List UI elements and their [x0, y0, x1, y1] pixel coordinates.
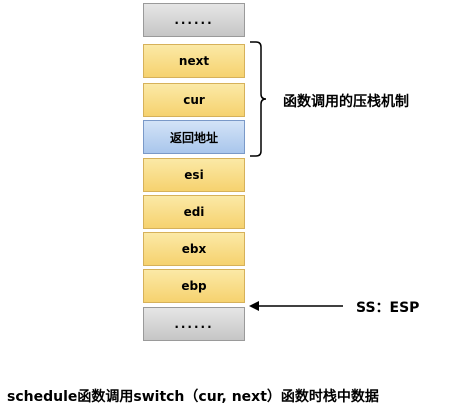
stack-frame-ebx: ebx — [143, 232, 245, 266]
brace-icon — [250, 41, 267, 157]
brace-label: 函数调用的压栈机制 — [283, 94, 409, 110]
diagram-caption: schedule函数调用switch（cur, next）函数时栈中数据 — [7, 389, 379, 405]
stack-frame-edi: edi — [143, 195, 245, 229]
stack-frame-esi: esi — [143, 158, 245, 192]
stack-top-ellipsis: ...... — [143, 3, 245, 37]
stack-frame-ebp: ebp — [143, 269, 245, 303]
stack-frame-next: next — [143, 44, 245, 78]
stack-frame-return-address: 返回地址 — [143, 120, 245, 154]
pointer-arrowhead-icon — [249, 301, 259, 311]
stack-frame-cur: cur — [143, 83, 245, 117]
stack-bottom-ellipsis: ...... — [143, 307, 245, 341]
esp-pointer-label: SS：ESP — [356, 300, 420, 316]
